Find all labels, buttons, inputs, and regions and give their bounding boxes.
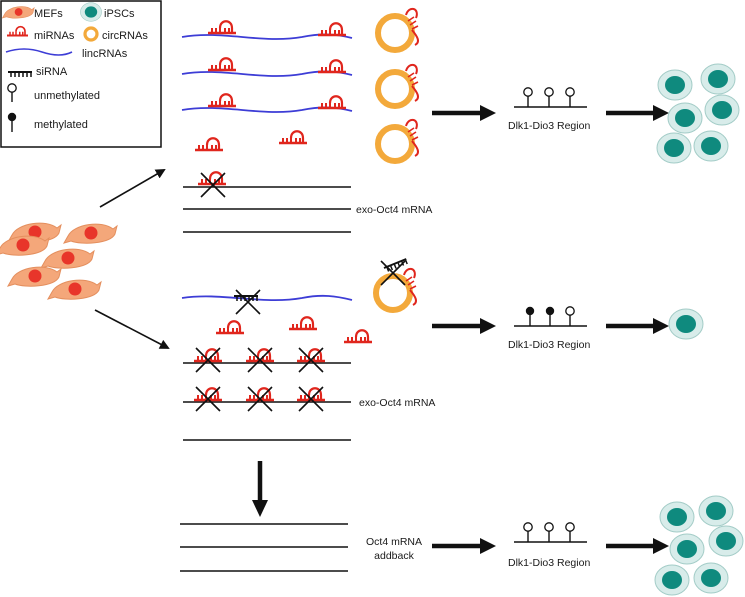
thick-arrow-head [480, 318, 496, 334]
top-pathway: exo-Oct4 mRNA Dlk1-Dio3 Region [181, 9, 740, 233]
mirna-icon [316, 94, 348, 110]
legend: MEFs iPSCs miRNAs circRNAs lincRNAs siRN… [0, 0, 162, 148]
mef-cell-icon [7, 266, 62, 287]
mef-cell-icon [0, 235, 50, 256]
exo-oct4-label: exo-Oct4 mRNA [356, 204, 432, 216]
unmethylated-lollipop-icon [565, 306, 575, 326]
thick-arrow-head [480, 105, 496, 121]
ipsc-cell-icon [657, 69, 693, 101]
ipsc-cell-icon [698, 495, 734, 527]
ipsc-cell-icon [667, 102, 703, 134]
region-label: Dlk1-Dio3 Region [508, 120, 590, 132]
middle-pathway: exo-Oct4 mRNA Dlk1-Dio3 Region [181, 258, 704, 441]
ipsc-cell-icon [704, 94, 740, 126]
cross-mark-icon [235, 289, 261, 315]
mef-cell-icon [47, 279, 102, 300]
ipsc-cell-icon [659, 501, 695, 533]
mirna-icon [287, 315, 319, 331]
bottom-pathway: Oct4 mRNA addback Dlk1-Dio3 Region [180, 461, 744, 596]
methylated-lollipop-icon [7, 112, 17, 132]
mirna-icon [316, 21, 348, 37]
arrow-to-control [99, 168, 166, 208]
lincrna-legend-icon [5, 48, 73, 56]
ipsc-cell-icon [708, 525, 744, 557]
thick-arrow-head [252, 500, 268, 517]
legend-lincrnas: lincRNAs [82, 48, 128, 60]
legend-circrnas: circRNAs [102, 30, 148, 42]
region-label: Dlk1-Dio3 Region [508, 339, 590, 351]
ipsc-cell-icon [693, 130, 729, 162]
unmethylated-lollipop-icon [565, 522, 575, 542]
oct4-addback-label: Oct4 mRNA [366, 536, 422, 548]
methylated-lollipop-icon [525, 306, 535, 326]
mirna-icon [193, 136, 225, 152]
unmethylated-lollipop-icon [523, 522, 533, 542]
circrna-icon [378, 120, 418, 161]
unmethylated-lollipop-icon [544, 522, 554, 542]
unmethylated-lollipop-icon [7, 83, 17, 102]
ipsc-cell-icon [693, 562, 729, 594]
legend-sirna: siRNA [36, 66, 68, 78]
mirna-icon [277, 129, 309, 145]
ipsc-cell-icon [669, 533, 705, 565]
legend-methylated: methylated [34, 119, 88, 131]
thick-arrow-head [480, 538, 496, 554]
legend-ipscs: iPSCs [104, 8, 135, 20]
mirna-icon [206, 56, 238, 72]
mirna-icon [206, 92, 238, 108]
lincrna-strand [181, 294, 353, 302]
methylated-lollipop-icon [545, 306, 555, 326]
oct4-addback-label-line2: addback [374, 550, 414, 562]
mirna-icon [214, 319, 246, 335]
mef-cell-icon [63, 223, 118, 244]
exo-oct4-label: exo-Oct4 mRNA [359, 397, 435, 409]
ipsc-legend-icon [80, 2, 102, 22]
ipsc-cell-icon [656, 132, 692, 164]
thick-arrow-head [653, 318, 669, 334]
unmethylated-lollipop-icon [565, 87, 575, 107]
mirna-icon [342, 328, 374, 344]
legend-unmethylated: unmethylated [34, 90, 100, 102]
thick-arrow-head [653, 538, 669, 554]
region-label: Dlk1-Dio3 Region [508, 557, 590, 569]
ipsc-cell-icon [654, 564, 690, 596]
circrna-icon [378, 65, 418, 106]
circrna-icon [378, 9, 418, 50]
unmethylated-lollipop-icon [544, 87, 554, 107]
mirna-icon [206, 19, 238, 35]
mef-cluster [0, 222, 118, 300]
mef-cell-icon [40, 248, 95, 269]
unmethylated-lollipop-icon [523, 87, 533, 107]
thick-arrow-head [653, 105, 669, 121]
arrow-to-knockdown [94, 309, 170, 349]
legend-mefs: MEFs [34, 8, 63, 20]
ipsc-cell-icon [700, 63, 736, 95]
circrna-legend-icon [83, 26, 99, 42]
mirna-icon [316, 58, 348, 74]
ipsc-cell-icon [668, 308, 704, 340]
legend-mirnas: miRNAs [34, 30, 75, 42]
